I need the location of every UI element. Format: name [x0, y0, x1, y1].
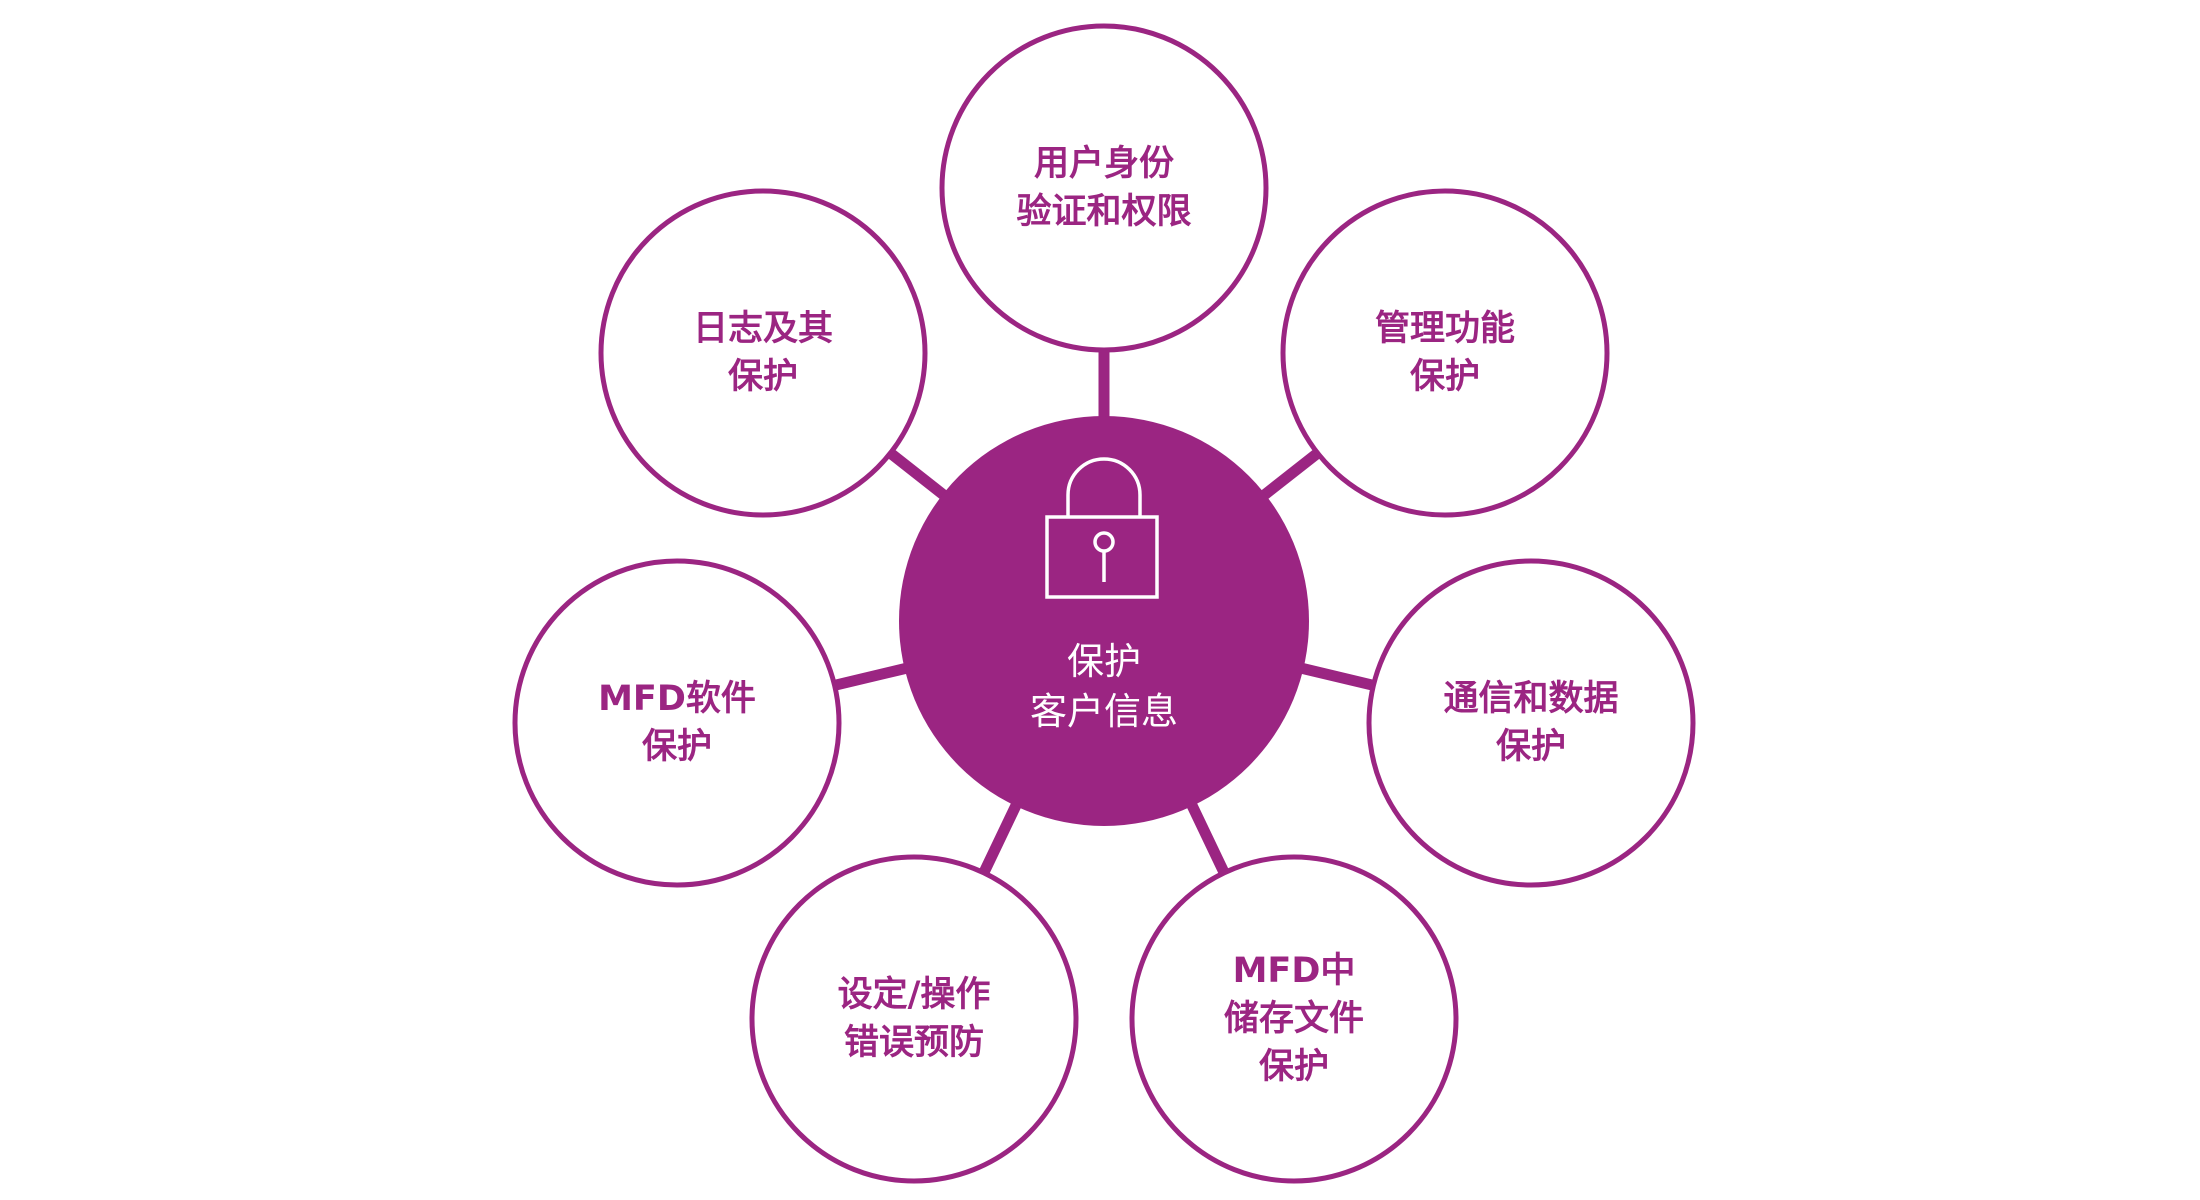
center-circle — [899, 416, 1309, 826]
node-label-line: 保护 — [727, 357, 798, 397]
center-label: 保护 客户信息 — [934, 637, 1274, 737]
node-label-auth: 用户身份验证和权限 — [954, 140, 1254, 236]
node-circle-storage — [1129, 854, 1459, 1184]
node-label-log: 日志及其保护 — [613, 305, 913, 401]
node-circle-auth — [939, 23, 1269, 353]
node-label-line: 储存文件 — [1223, 999, 1364, 1039]
node-label-line: 保护 — [641, 727, 712, 767]
center-label-line-1: 保护 — [1067, 640, 1141, 683]
lock-icon — [1045, 457, 1159, 599]
node-circle-settings — [749, 854, 1079, 1184]
node-label-comm: 通信和数据保护 — [1381, 675, 1681, 771]
node-label-line: 验证和权限 — [1016, 192, 1192, 232]
node-label-line: MFD软件 — [598, 679, 756, 719]
node-circle-comm — [1366, 558, 1696, 888]
connector-log — [885, 447, 951, 502]
node-label-line: 保护 — [1258, 1047, 1329, 1087]
node-label-line: 保护 — [1495, 727, 1566, 767]
connector-storage — [1185, 799, 1231, 877]
node-label-software: MFD软件保护 — [527, 675, 827, 771]
node-label-settings: 设定/操作错误预防 — [764, 971, 1064, 1067]
node-label-line: MFD中 — [1232, 951, 1356, 991]
node-label-line: 保护 — [1409, 357, 1480, 397]
node-label-line: 用户身份 — [1033, 144, 1174, 184]
connector-admin — [1257, 447, 1323, 502]
node-circle-log — [598, 188, 928, 518]
node-circle-software — [512, 558, 842, 888]
node-label-line: 通信和数据 — [1443, 679, 1619, 719]
node-label-admin: 管理功能保护 — [1295, 305, 1595, 401]
node-circle-admin — [1280, 188, 1610, 518]
connector-software — [831, 662, 911, 692]
node-label-line: 错误预防 — [843, 1023, 984, 1063]
center-label-line-2: 客户信息 — [1030, 690, 1178, 733]
connector-settings — [977, 799, 1023, 877]
connector-comm — [1297, 662, 1377, 692]
node-label-line: 管理功能 — [1374, 309, 1515, 349]
node-label-line: 设定/操作 — [837, 975, 991, 1015]
node-label-storage: MFD中储存文件保护 — [1144, 947, 1444, 1091]
node-label-line: 日志及其 — [692, 309, 833, 349]
